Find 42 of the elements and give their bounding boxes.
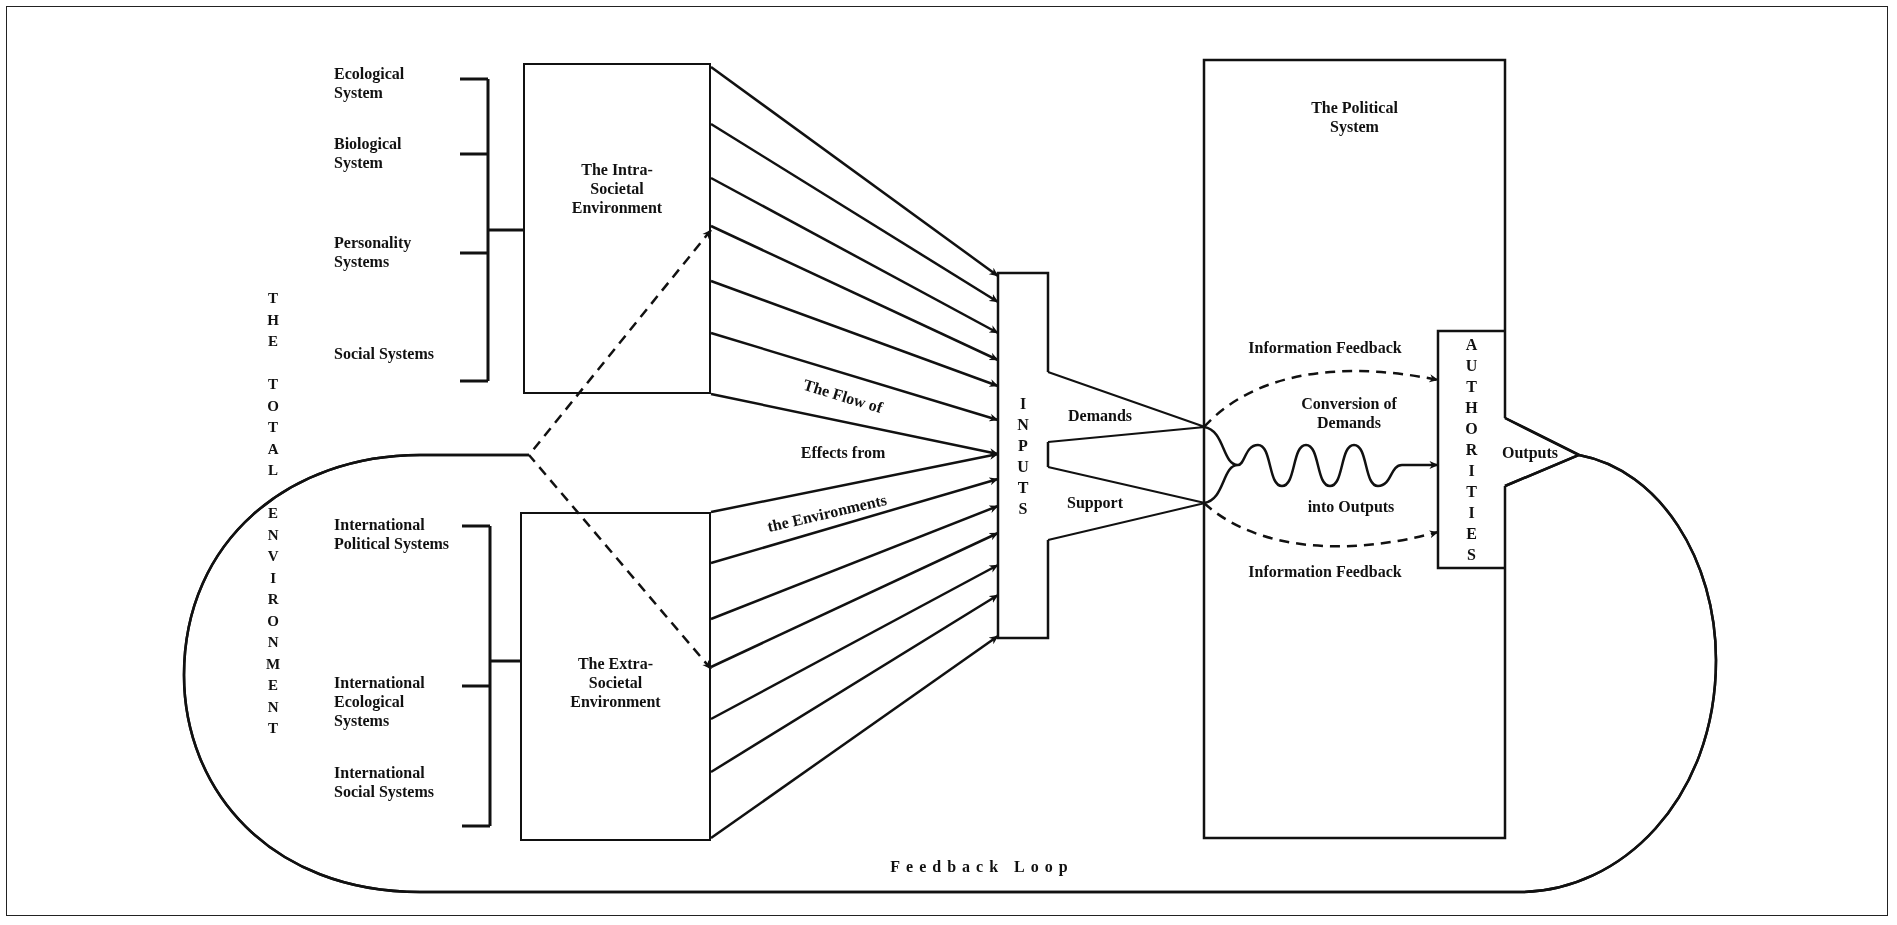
funnel-connector [1047,466,1206,541]
text-label: Conversion of Demands [1300,394,1398,432]
arrow [710,531,999,669]
arrow [710,176,999,335]
box-label: The Extra-Societal Environment [569,654,662,711]
arrow [1203,502,1439,548]
inputs-box [998,273,1048,638]
vertical-label: AUTHORITIES [1465,335,1478,565]
text-label: International Social Systems [334,763,435,801]
arrow [1203,369,1439,428]
arrow [710,331,999,422]
arrow [710,563,999,721]
arrow [710,477,999,565]
text-label: International Ecological Systems [334,673,426,730]
arrow [710,392,999,457]
arrow [710,504,999,621]
environment-box [523,63,711,394]
text-label: Biological System [334,134,403,172]
arrow [710,634,999,840]
text-label: Effects from [800,442,886,462]
text-label: Personality Systems [334,233,413,271]
arrow [710,122,999,304]
text-label: Feedback Loop [890,856,1074,876]
box-label: The Intra-Societal Environment [570,160,664,217]
text-label: Outputs [1502,442,1558,462]
arrow [710,451,999,514]
text-label: Ecological System [334,64,406,102]
text-label: The Flow of [801,374,885,418]
vertical-label: INPUTS [1017,393,1029,519]
vertical-label: THE TOTAL ENVIRONMENT [266,289,281,738]
arrow [710,224,999,362]
text-label: Social Systems [334,344,435,363]
environment-box [520,512,711,841]
arrow [710,66,999,277]
box-label: The Political System [1310,98,1399,136]
text-label: International Political Systems [334,515,451,553]
text-label: into Outputs [1307,496,1395,516]
arrow [710,593,999,774]
arrow [710,279,999,388]
feedback-loop-arrow [182,416,1718,894]
wavy-arrow [1202,425,1440,505]
funnel-connector [1047,371,1206,443]
